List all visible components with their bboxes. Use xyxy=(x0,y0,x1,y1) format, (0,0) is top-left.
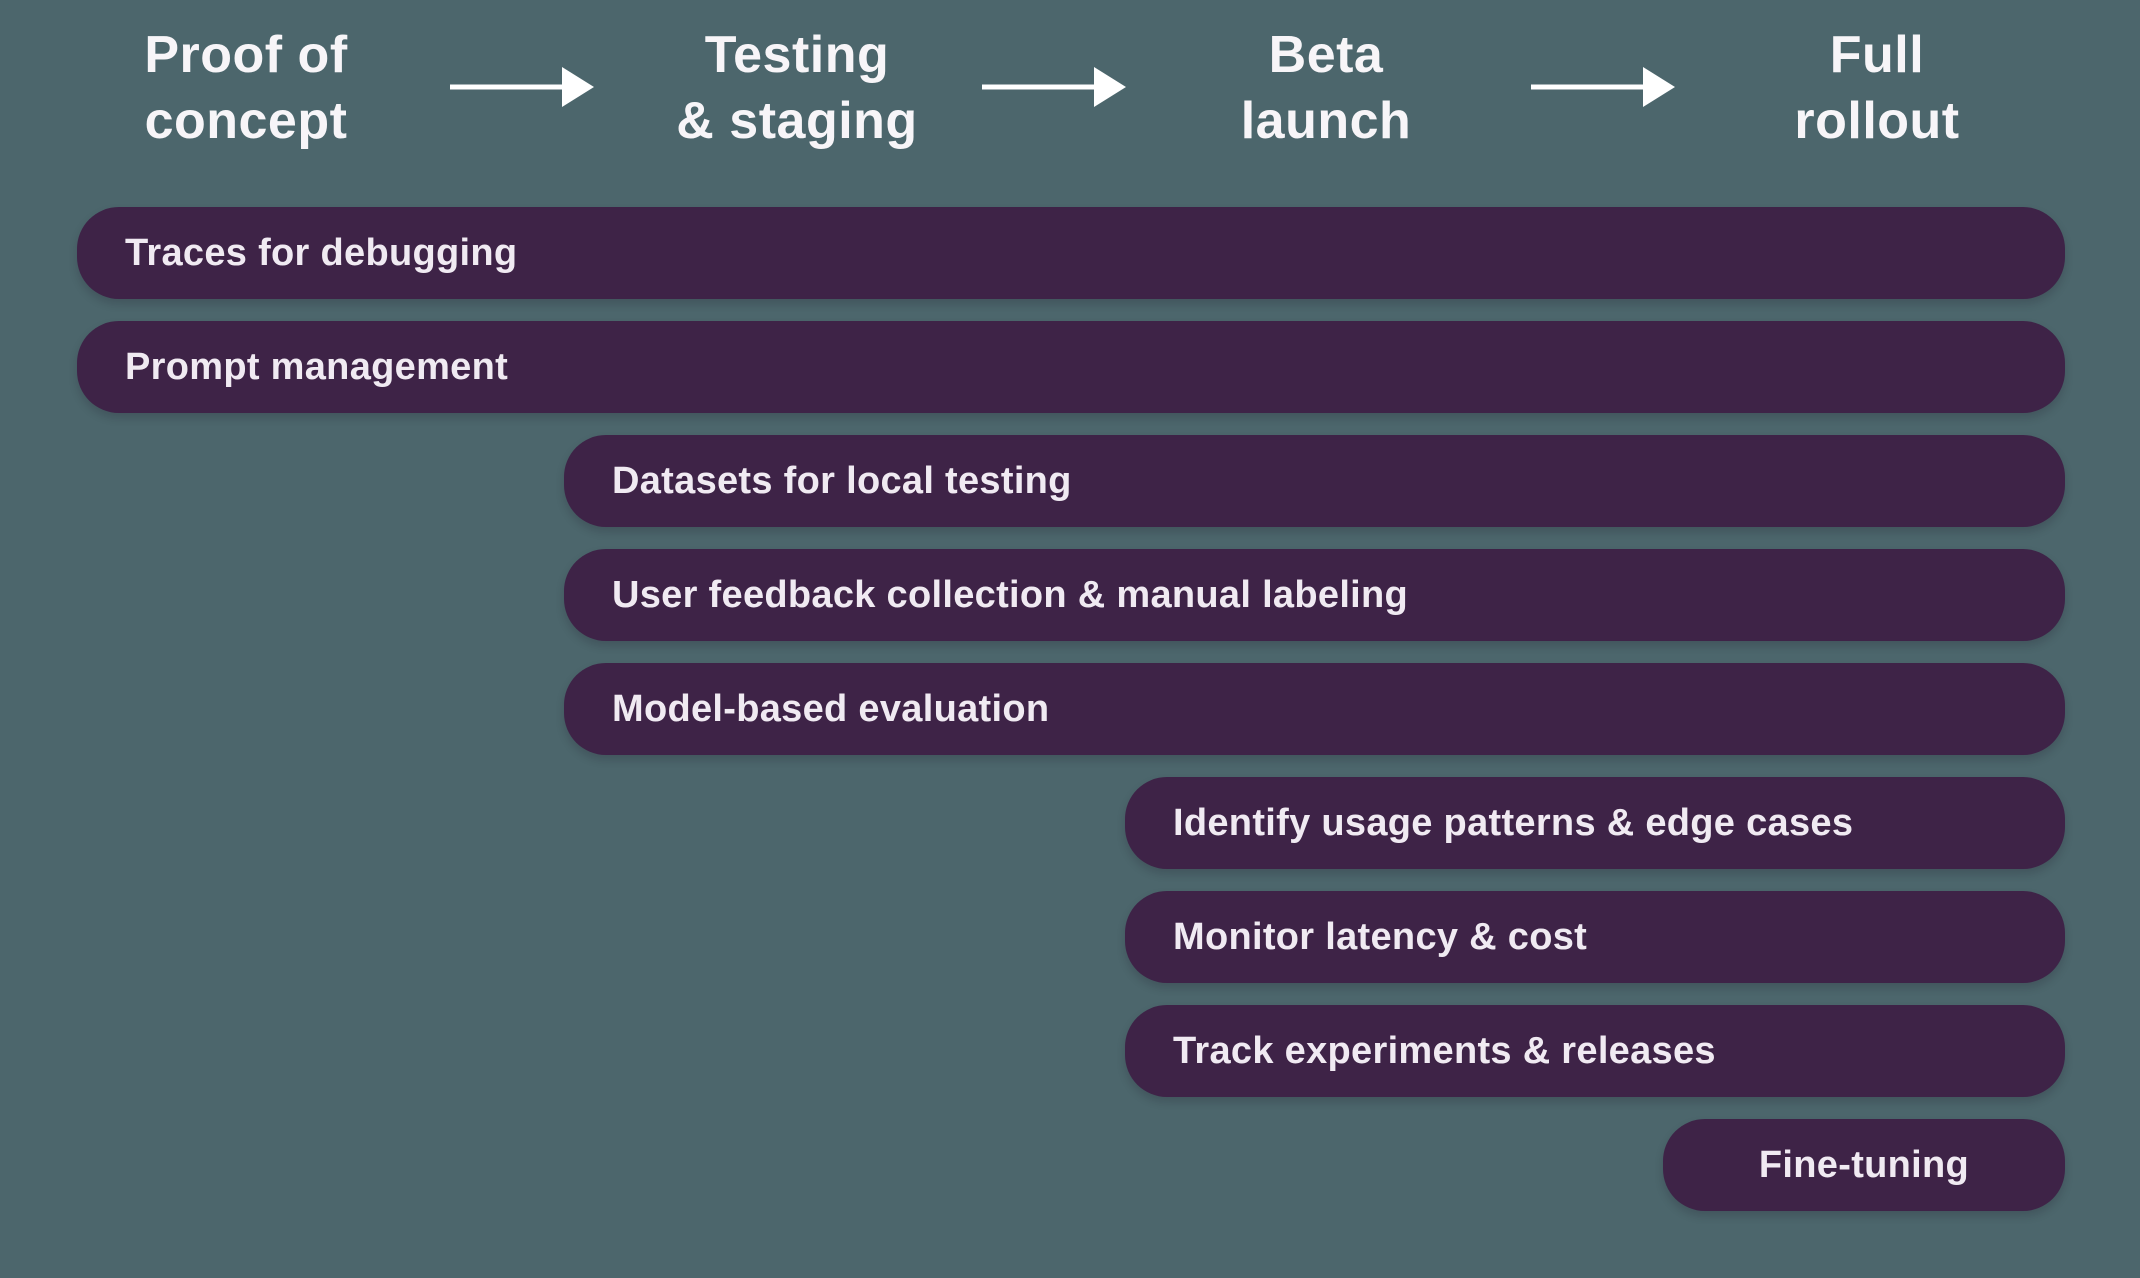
bar-fine-tuning: Fine-tuning xyxy=(1663,1119,2065,1211)
bar-traces-for-debugging: Traces for debugging xyxy=(77,207,2065,299)
bar-identify-usage-patterns: Identify usage patterns & edge cases xyxy=(1125,777,2065,869)
bar-label: Track experiments & releases xyxy=(1173,1029,1716,1072)
bar-label: Monitor latency & cost xyxy=(1173,915,1588,958)
bar-label: Datasets for local testing xyxy=(612,459,1072,502)
right-arrow-icon-2 xyxy=(982,67,1126,107)
phase-full-rollout: Full rollout xyxy=(1794,26,1960,150)
bar-monitor-latency-cost: Monitor latency & cost xyxy=(1125,891,2065,983)
bar-datasets-for-local-testing: Datasets for local testing xyxy=(564,435,2065,527)
phase-beta-launch: Beta launch xyxy=(1240,26,1412,150)
bar-label: Fine-tuning xyxy=(1758,1143,1970,1186)
bar-user-feedback-collection: User feedback collection & manual labeli… xyxy=(564,549,2065,641)
bar-label: Identify usage patterns & edge cases xyxy=(1173,801,1854,844)
phase-testing-staging: Testing & staging xyxy=(676,26,918,150)
right-arrow-icon-1 xyxy=(450,67,594,107)
phase-proof-of-concept: Proof of concept xyxy=(144,26,348,150)
bar-model-based-evaluation: Model-based evaluation xyxy=(564,663,2065,755)
bar-track-experiments-releases: Track experiments & releases xyxy=(1125,1005,2065,1097)
bar-label: Traces for debugging xyxy=(125,231,518,274)
bar-prompt-management: Prompt management xyxy=(77,321,2065,413)
right-arrow-icon-3 xyxy=(1531,67,1675,107)
bar-label: Prompt management xyxy=(125,345,509,388)
bar-label: Model-based evaluation xyxy=(612,687,1050,730)
bar-label: User feedback collection & manual labeli… xyxy=(612,573,1409,616)
